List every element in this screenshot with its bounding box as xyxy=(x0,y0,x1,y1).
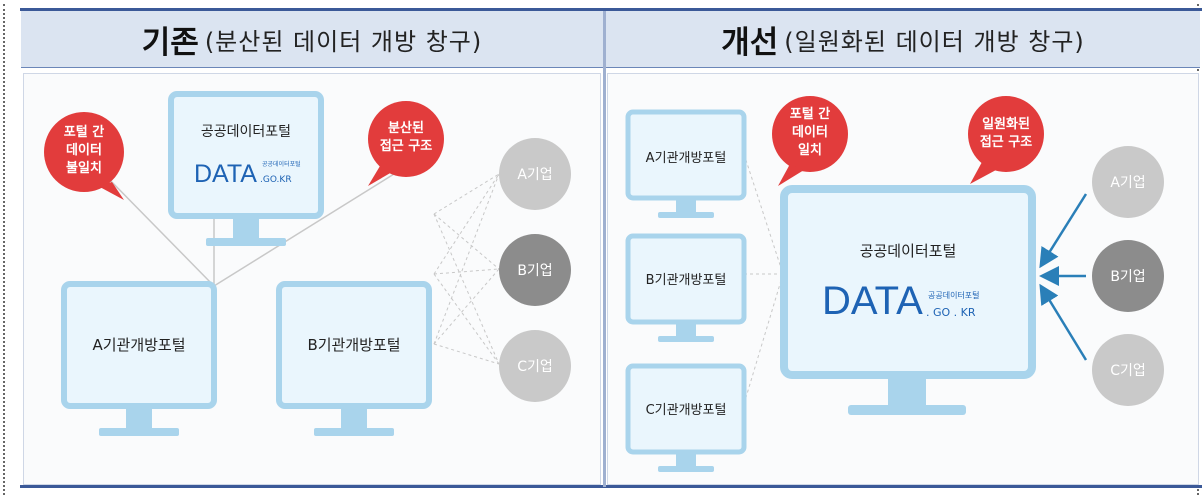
bubble-consistent xyxy=(772,96,848,186)
center-portal-domain: . GO . KR xyxy=(926,306,976,319)
bubble-distributed xyxy=(368,101,444,186)
portal-c-monitor xyxy=(625,363,747,472)
existing-diagram-panel: 공공데이터포털 DATA 공공데이터포털 .GO.KR A기관개방포털 B기관개… xyxy=(23,73,601,485)
header-existing-subtitle: (분산된 데이터 개방 창구) xyxy=(204,27,483,56)
header-existing-title: 기존 xyxy=(141,24,199,61)
company-c-label: C기업 xyxy=(517,359,553,375)
company-a-label: A기업 xyxy=(517,167,552,183)
bubble-inconsistent-line3: 불일치 xyxy=(66,160,102,176)
center-portal-monitor xyxy=(168,91,324,246)
column-divider xyxy=(603,11,606,487)
portal-a-label: A기관개방포털 xyxy=(92,336,185,354)
bubble-unified xyxy=(968,96,1044,184)
company-b-circle xyxy=(1092,240,1164,312)
portal-a-label: A기관개방포털 xyxy=(646,151,727,166)
bubble-inconsistent-line2: 데이터 xyxy=(66,142,102,158)
portal-b-label: B기관개방포털 xyxy=(646,273,727,288)
company-a-circle xyxy=(499,138,571,210)
portal-c-label: C기관개방포털 xyxy=(646,403,727,418)
bubble-consistent-line1: 포털 간 xyxy=(790,106,830,122)
portal-links xyxy=(743,153,784,405)
company-c-circle xyxy=(1092,334,1164,406)
company-a-label: A기업 xyxy=(1110,175,1145,191)
bubble-consistent-line2: 데이터 xyxy=(792,124,828,140)
bubble-unified-line1: 일원화된 xyxy=(982,116,1030,132)
header-improved-title: 개선 xyxy=(721,24,779,61)
header-existing: 기존 (분산된 데이터 개방 창구) xyxy=(21,11,603,68)
bubble-distributed-line2: 접근 구조 xyxy=(380,138,432,154)
center-portal-logo: DATA xyxy=(194,160,257,188)
bubble-inconsistent-line1: 포털 간 xyxy=(64,124,104,140)
center-portal-logo-small: 공공데이터포털 xyxy=(262,160,301,168)
center-portal-title: 공공데이터포털 xyxy=(201,124,291,140)
company-a-circle xyxy=(1092,146,1164,218)
center-portal-title: 공공데이터포털 xyxy=(860,242,957,260)
comparison-table xyxy=(20,8,1202,488)
header-improved: 개선 (일원화된 데이터 개방 창구) xyxy=(606,11,1200,68)
center-portal-logo: DATA xyxy=(822,279,923,323)
company-b-label: B기업 xyxy=(1110,269,1145,285)
portal-b-monitor xyxy=(625,233,747,342)
connector-line xyxy=(103,173,215,287)
existing-diagram: 공공데이터포털 DATA 공공데이터포털 .GO.KR A기관개방포털 B기관개… xyxy=(44,91,571,436)
center-portal-monitor xyxy=(780,185,1036,415)
bubble-distributed-line1: 분산된 xyxy=(388,120,424,136)
center-portal-domain: .GO.KR xyxy=(260,175,292,185)
portal-a-monitor xyxy=(61,281,217,436)
company-c-circle xyxy=(499,330,571,402)
portal-b-monitor xyxy=(276,281,432,436)
bubble-consistent-line3: 일치 xyxy=(798,142,822,158)
connector-line xyxy=(213,173,395,287)
portal-a-monitor xyxy=(625,109,747,218)
company-b-circle xyxy=(499,234,571,306)
company-b-label: B기업 xyxy=(517,263,552,279)
improved-diagram-panel: A기관개방포털 B기관개방포털 C기관개방포털 공공데이터포털 DATA 공공데… xyxy=(607,73,1199,485)
company-c-label: C기업 xyxy=(1110,363,1146,379)
bubble-inconsistent xyxy=(44,112,124,200)
center-portal-logo-small: 공공데이터포털 xyxy=(928,290,980,300)
portal-b-label: B기관개방포털 xyxy=(307,336,400,354)
mesh-lines xyxy=(433,173,500,365)
bubble-unified-line2: 접근 구조 xyxy=(980,134,1032,150)
access-arrows xyxy=(1039,193,1088,361)
improved-diagram: A기관개방포털 B기관개방포털 C기관개방포털 공공데이터포털 DATA 공공데… xyxy=(625,96,1164,472)
header-improved-subtitle: (일원화된 데이터 개방 창구) xyxy=(784,27,1085,56)
